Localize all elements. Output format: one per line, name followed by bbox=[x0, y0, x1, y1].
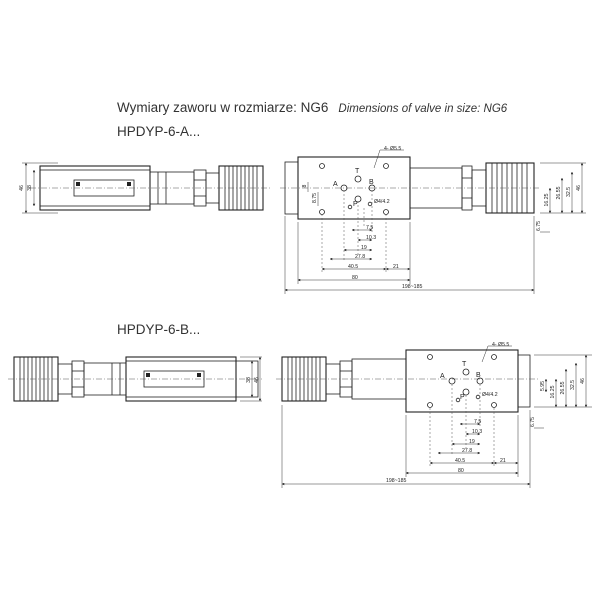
port-label-a: A bbox=[333, 181, 338, 188]
holes-callout: 4- Ø5.5 bbox=[384, 146, 401, 152]
dimension-label: 198~185 bbox=[386, 478, 406, 484]
holes-callout-b: 4- Ø5.5 bbox=[492, 342, 509, 348]
dimension-label: 32.5 bbox=[570, 380, 576, 390]
dimension-label: 16.25 bbox=[544, 193, 550, 206]
port-label-p-b: P bbox=[460, 394, 465, 401]
side-dim-46-b: 46 bbox=[254, 377, 260, 383]
dimension-label: 7.5 bbox=[474, 419, 481, 425]
dimension-label: 32.5 bbox=[566, 187, 572, 197]
dimension-label: 26.55 bbox=[556, 186, 562, 199]
model-label-a: HPDYP-6-A... bbox=[117, 124, 201, 139]
front-view-a: A B T P 4- Ø5.5 Ø4/4.2 8 8.75 7.5 10.3 1… bbox=[280, 146, 586, 294]
dimension-label: 26.55 bbox=[560, 381, 566, 394]
dimension-label: 7.5 bbox=[366, 225, 373, 231]
port-label-t: T bbox=[355, 168, 360, 175]
front-view-b: A B T P 4- Ø5.5 Ø4/4.2 7.5 10.3 19 27.8 … bbox=[276, 342, 592, 488]
dimension-label: 198~185 bbox=[402, 284, 422, 290]
dimension-label: 21 bbox=[393, 264, 399, 270]
dimension-label: 8.75 bbox=[312, 193, 318, 203]
title-polish: Wymiary zaworu w rozmiarze: NG6 bbox=[117, 100, 329, 115]
port-label-b: B bbox=[369, 179, 374, 186]
dimension-label: 46 bbox=[576, 185, 582, 191]
dimension-label: 40.5 bbox=[455, 458, 465, 464]
side-view-b: 38 46 bbox=[8, 356, 262, 402]
thread-callout-b: Ø4/4.2 bbox=[482, 392, 498, 398]
thread-callout: Ø4/4.2 bbox=[374, 199, 390, 205]
dimension-label: 16.25 bbox=[550, 385, 556, 398]
dimension-label: 19 bbox=[361, 245, 367, 251]
dimension-label: 6.75 bbox=[536, 221, 542, 231]
side-dim-38-b: 38 bbox=[246, 377, 252, 383]
dimension-label: 10.3 bbox=[366, 235, 376, 241]
dimension-label: 5.95 bbox=[540, 381, 546, 391]
dimension-label: 10.3 bbox=[472, 429, 482, 435]
dimension-label: 27.8 bbox=[355, 254, 365, 260]
dimension-label: 27.8 bbox=[462, 448, 472, 454]
dimension-label: 80 bbox=[352, 275, 358, 281]
dimension-label: 6.75 bbox=[530, 417, 536, 427]
dimension-label: 21 bbox=[500, 458, 506, 464]
title-english: Dimensions of valve in size: NG6 bbox=[338, 103, 508, 115]
dimension-label: 8 bbox=[302, 184, 308, 187]
page-title: Wymiary zaworu w rozmiarze: NG6 Dimension… bbox=[117, 100, 507, 115]
side-view-a: 46 38 bbox=[19, 162, 272, 214]
port-label-b-b: B bbox=[476, 372, 481, 379]
model-label-b: HPDYP-6-B... bbox=[117, 322, 201, 337]
side-dim-46-a: 46 bbox=[19, 185, 25, 191]
dimension-label: 40.5 bbox=[348, 264, 358, 270]
dimension-label: 46 bbox=[580, 378, 586, 384]
dimension-label: 80 bbox=[458, 468, 464, 474]
dimension-label: 19 bbox=[469, 439, 475, 445]
port-label-t-b: T bbox=[462, 361, 467, 368]
port-label-a-b: A bbox=[440, 373, 445, 380]
port-label-p: P bbox=[353, 201, 358, 208]
